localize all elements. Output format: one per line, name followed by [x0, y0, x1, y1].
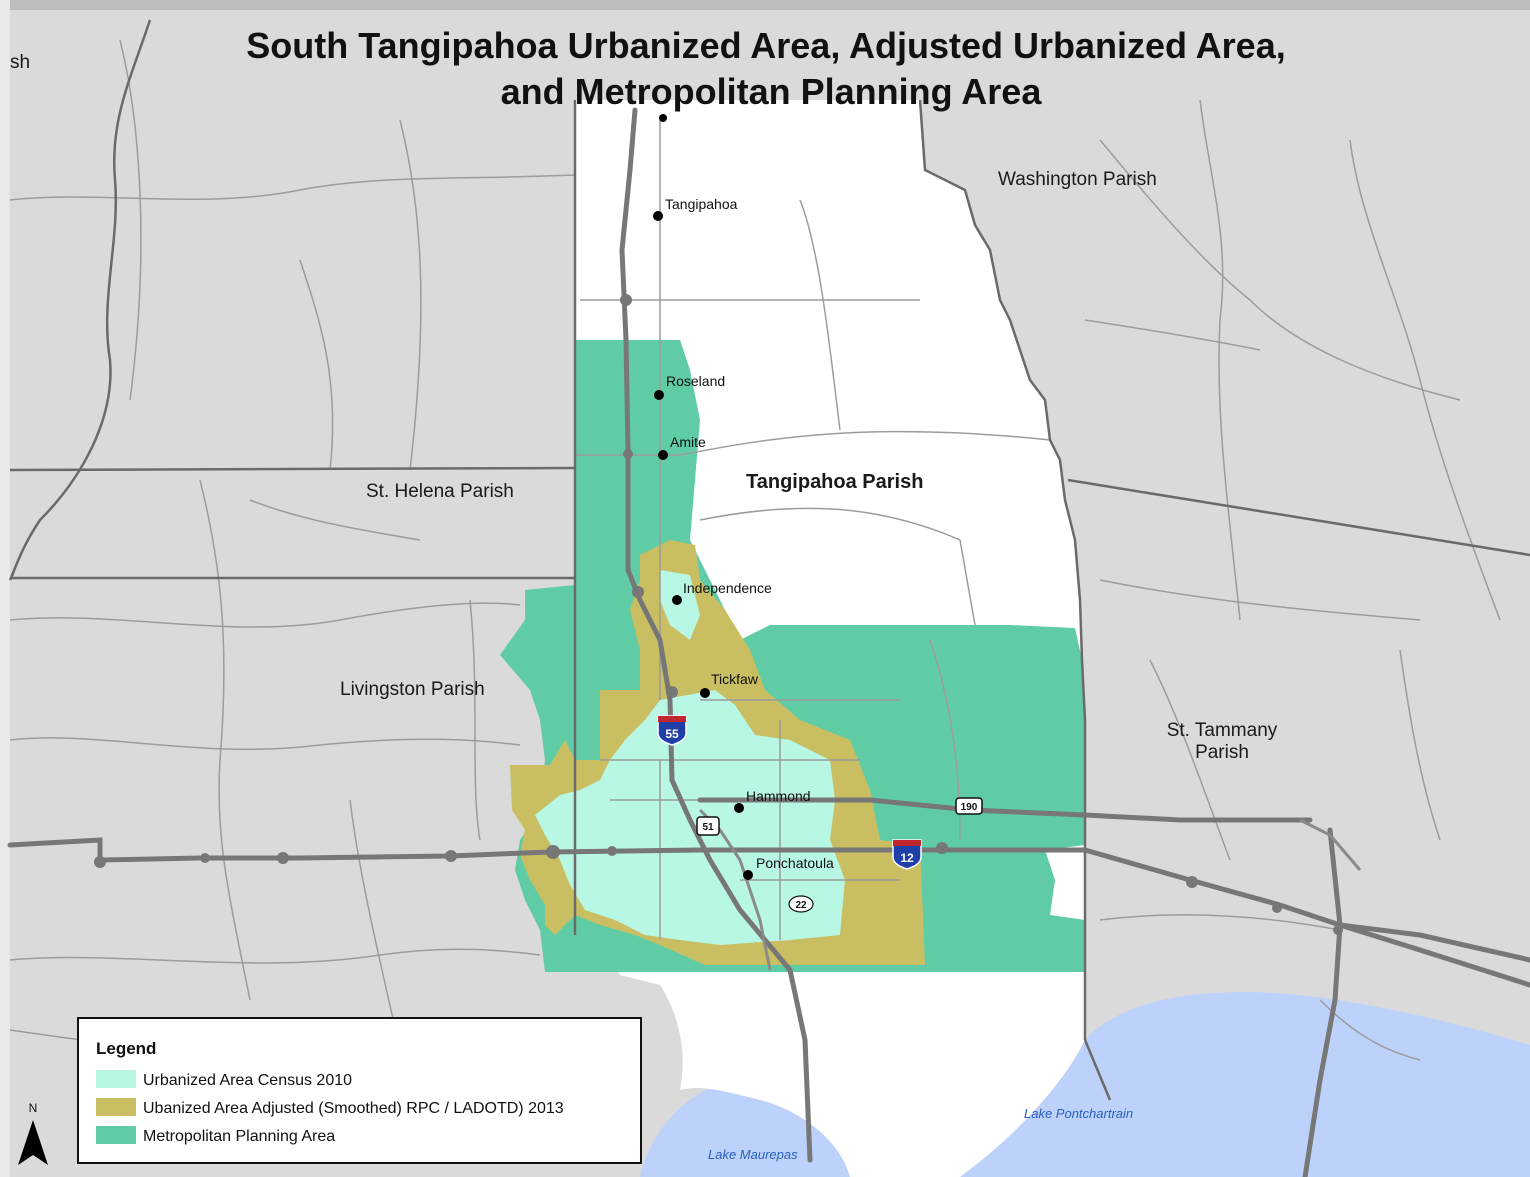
legend: Legend Urbanized Area Census 2010 Ubaniz…	[77, 1017, 642, 1164]
parish-boundaries	[8, 19, 1530, 1101]
place-label-roseland: Roseland	[666, 373, 725, 389]
interstate-12-number: 12	[900, 851, 914, 865]
place-label-ponchatoula: Ponchatoula	[756, 855, 834, 871]
legend-label-mpa: Metropolitan Planning Area	[143, 1128, 335, 1145]
legend-label-urbanized: Urbanized Area Census 2010	[143, 1072, 352, 1089]
north-arrow-label: N	[29, 1101, 38, 1115]
top-frame	[0, 0, 1530, 10]
la-22-number: 22	[795, 900, 807, 911]
map-title-line1: South Tangipahoa Urbanized Area, Adjuste…	[246, 25, 1285, 66]
lake-maurepas-label: Lake Maurepas	[708, 1147, 798, 1162]
us-190-number: 190	[961, 802, 978, 813]
la-22-shield: 22	[788, 895, 814, 913]
interstate-12-shield: 12	[892, 839, 922, 870]
lake-pontchartrain-label: Lake Pontchartrain	[1024, 1106, 1133, 1121]
interstate-55-shield: 55	[657, 715, 687, 746]
place-label-tickfaw: Tickfaw	[711, 671, 759, 687]
north-arrow-icon	[18, 1120, 48, 1165]
us-51-shield: 51	[696, 816, 720, 836]
urbanized-area-independence	[660, 570, 700, 640]
place-label-hammond: Hammond	[746, 788, 811, 804]
legend-title: Legend	[96, 1039, 156, 1058]
us-51-number: 51	[702, 822, 714, 833]
place-label-independence: Independence	[683, 580, 772, 596]
legend-swatch-mpa	[96, 1126, 136, 1144]
interstate-55-number: 55	[665, 727, 679, 741]
legend-swatch-urbanized	[96, 1070, 136, 1088]
us-190-shield: 190	[955, 797, 983, 815]
place-label-tangipahoa: Tangipahoa	[665, 196, 738, 212]
secondary-roads	[9, 39, 1501, 1061]
washington-parish-label: Washington Parish	[998, 169, 1157, 190]
legend-swatch-adjusted	[96, 1098, 136, 1116]
st-helena-parish-label: St. Helena Parish	[366, 481, 514, 502]
lake-pontchartrain-shape	[960, 992, 1530, 1177]
map-title-line2: and Metropolitan Planning Area	[501, 71, 1043, 112]
legend-label-adjusted: Ubanized Area Adjusted (Smoothed) RPC / …	[143, 1100, 564, 1117]
st-tammany-parish-label-line2: Parish	[1195, 742, 1249, 763]
livingston-parish-label: Livingston Parish	[340, 679, 485, 700]
tangipahoa-parish-label: Tangipahoa Parish	[746, 471, 923, 493]
place-label-amite: Amite	[670, 434, 706, 450]
left-frame	[0, 0, 10, 1177]
edge-parish-fragment-label: sh	[10, 52, 30, 73]
place-markers	[653, 114, 753, 880]
legend-box	[77, 1017, 642, 1164]
interchanges	[94, 294, 1343, 935]
north-arrow: N	[18, 1101, 48, 1165]
st-tammany-parish-label-line1: St. Tammany	[1167, 720, 1278, 741]
